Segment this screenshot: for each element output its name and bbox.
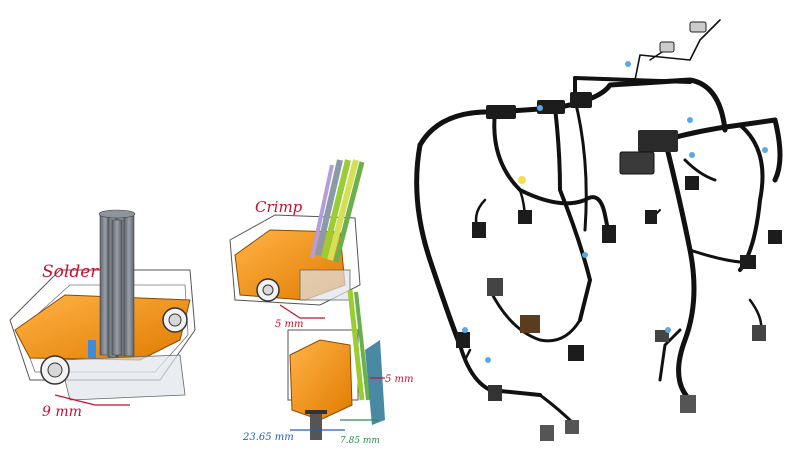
solder-cable-bundle [98,209,136,358]
crimp-wire-bundle [310,159,365,263]
crimp-label: Crimp [255,198,303,216]
harness-connector-icon [456,21,782,441]
screw-icon [40,355,70,385]
screw-icon [162,307,188,333]
solder-label: Solder [42,262,99,282]
crimp-side-dimension-label: 5 mm [385,374,414,385]
wire-harness [414,19,783,427]
solder-connector [9,209,196,406]
screw-icon [305,410,327,440]
crimp-top-dimension-label: 5 mm [275,319,304,330]
width-dimension-label: 23.65 mm [242,432,294,443]
offset-dimension-label: 7.85 mm [340,436,380,446]
screw-icon [256,278,280,302]
harness-clip-icon [462,61,768,363]
crimp-connector-top [229,159,365,319]
crimp-connector-side [287,289,385,440]
solder-dimension-label: 9 mm [42,404,82,420]
